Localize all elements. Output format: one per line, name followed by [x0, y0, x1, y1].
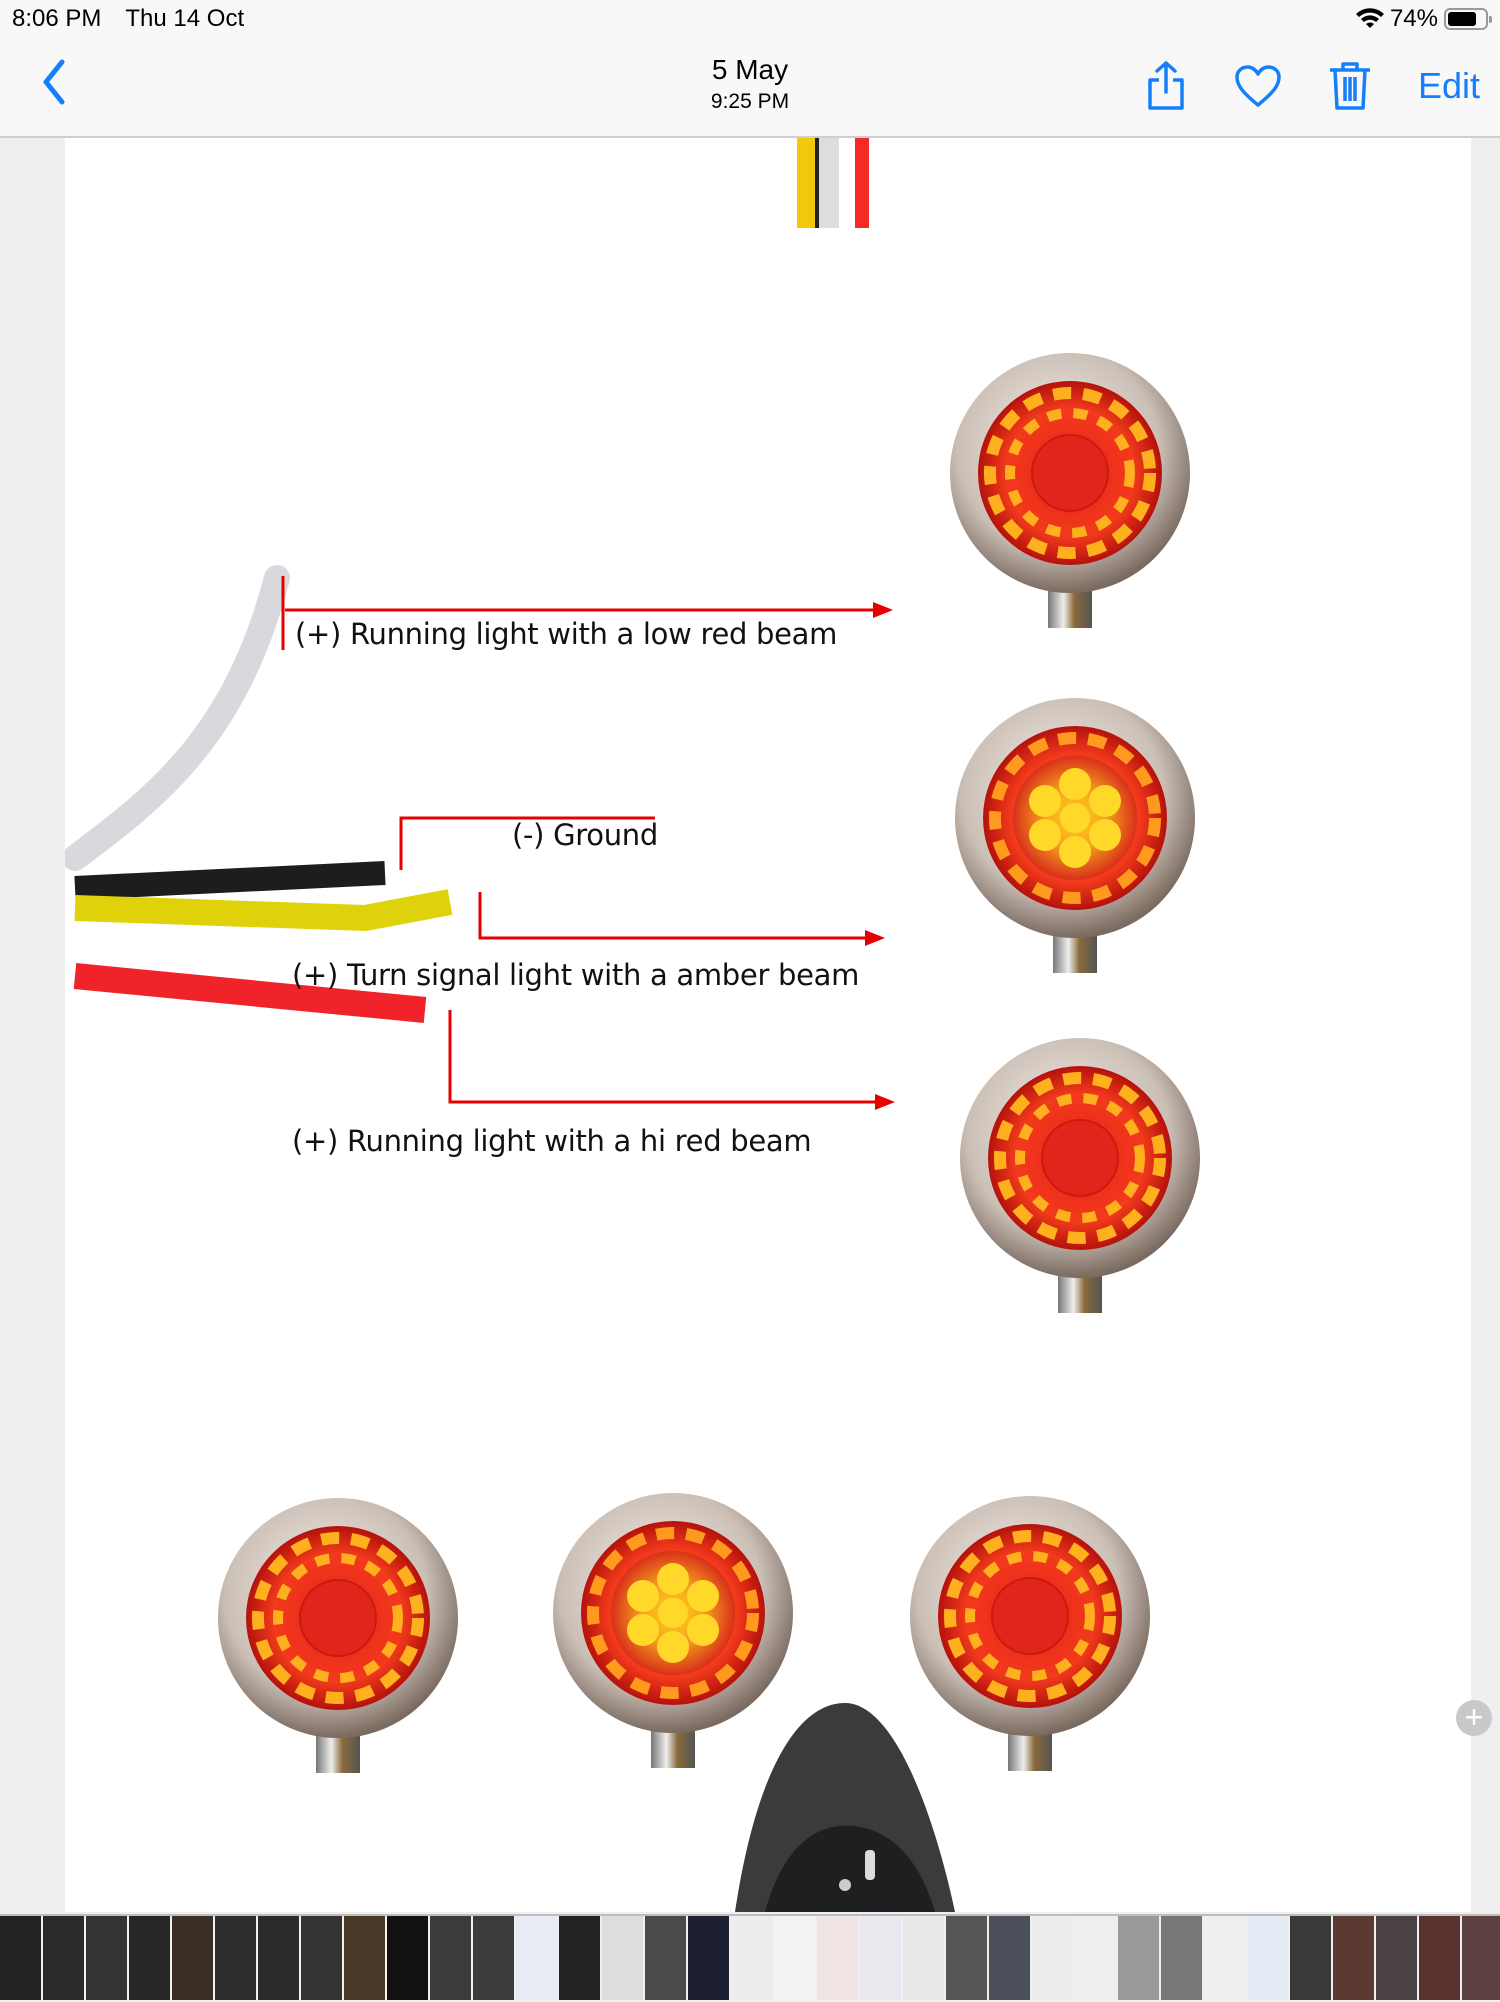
status-bar-left: 8:06 PM Thu 14 Oct — [12, 5, 268, 33]
thumbnail-29[interactable] — [1204, 1916, 1245, 2000]
status-time: 8:06 PM — [12, 5, 102, 32]
thumbnail-15[interactable] — [602, 1916, 643, 2000]
thumbnail-11[interactable] — [430, 1916, 471, 2000]
trash-icon — [1329, 62, 1370, 110]
label-amber-beam: (+) Turn signal light with a amber beam — [292, 958, 860, 992]
photo-date: 5 May — [711, 54, 789, 85]
share-icon — [1148, 61, 1184, 110]
add-button[interactable]: + — [1456, 1700, 1492, 1736]
heart-icon — [1235, 65, 1281, 107]
thumbnail-31[interactable] — [1290, 1916, 1331, 2000]
photo-time: 9:25 PM — [710, 90, 790, 113]
thumbnail-16[interactable] — [645, 1916, 686, 2000]
battery-icon — [1444, 8, 1492, 30]
photo-viewer-image[interactable]: (+) Running light with a low red beam (-… — [65, 138, 1471, 1912]
label-ground: (-) Ground — [512, 818, 658, 852]
thumbnail-20[interactable] — [817, 1916, 858, 2000]
thumbnail-14[interactable] — [559, 1916, 600, 2000]
thumbnail-35[interactable] — [1462, 1916, 1500, 2000]
thumbnail-34[interactable] — [1419, 1916, 1460, 2000]
thumbnail-6[interactable] — [215, 1916, 256, 2000]
thumbnail-21[interactable] — [860, 1916, 901, 2000]
thumbnail-4[interactable] — [129, 1916, 170, 2000]
nav-actions: Edit — [1144, 60, 1480, 112]
wifi-icon — [1355, 8, 1384, 28]
wiring-diagram — [65, 138, 1471, 1912]
thumbnail-2[interactable] — [43, 1916, 84, 2000]
label-hi-red-beam: (+) Running light with a hi red beam — [292, 1124, 812, 1158]
thumbnail-33[interactable] — [1376, 1916, 1417, 2000]
thumbnail-8[interactable] — [301, 1916, 342, 2000]
thumbnail-27[interactable] — [1118, 1916, 1159, 2000]
thumbnail-13[interactable] — [516, 1916, 557, 2000]
delete-button[interactable] — [1328, 60, 1372, 112]
thumbnail-9[interactable] — [344, 1916, 385, 2000]
thumbnail-19[interactable] — [774, 1916, 815, 2000]
thumbnail-17[interactable] — [688, 1916, 729, 2000]
plus-icon: + — [1464, 1699, 1484, 1735]
thumbnail-12[interactable] — [473, 1916, 514, 2000]
photo-date-title: 5 May 9:25 PM — [0, 54, 1500, 114]
thumbnail-3[interactable] — [86, 1916, 127, 2000]
thumbnail-23[interactable] — [946, 1916, 987, 2000]
thumbnail-18[interactable] — [731, 1916, 772, 2000]
status-date: Thu 14 Oct — [125, 5, 245, 32]
back-button[interactable] — [40, 58, 80, 118]
share-button[interactable] — [1144, 60, 1188, 112]
thumbnail-strip[interactable] — [0, 1914, 1500, 2002]
top-navigation-bar: 8:06 PM Thu 14 Oct 74% 5 May 9:25 PM Edit — [0, 0, 1500, 138]
thumbnail-5[interactable] — [172, 1916, 213, 2000]
edit-button[interactable]: Edit — [1417, 65, 1480, 106]
thumbnail-1[interactable] — [0, 1916, 41, 2000]
status-bar-right: 74% — [1355, 5, 1492, 33]
favorite-button[interactable] — [1234, 64, 1282, 108]
thumbnail-32[interactable] — [1333, 1916, 1374, 2000]
thumbnail-22[interactable] — [903, 1916, 944, 2000]
thumbnail-25[interactable] — [1032, 1916, 1073, 2000]
thumbnail-30[interactable] — [1247, 1916, 1288, 2000]
thumbnail-28[interactable] — [1161, 1916, 1202, 2000]
battery-percent: 74% — [1389, 5, 1438, 32]
thumbnail-26[interactable] — [1075, 1916, 1116, 2000]
back-chevron-icon — [43, 59, 65, 105]
thumbnail-24[interactable] — [989, 1916, 1030, 2000]
label-low-red-beam: (+) Running light with a low red beam — [295, 617, 838, 651]
thumbnail-10[interactable] — [387, 1916, 428, 2000]
thumbnail-7[interactable] — [258, 1916, 299, 2000]
